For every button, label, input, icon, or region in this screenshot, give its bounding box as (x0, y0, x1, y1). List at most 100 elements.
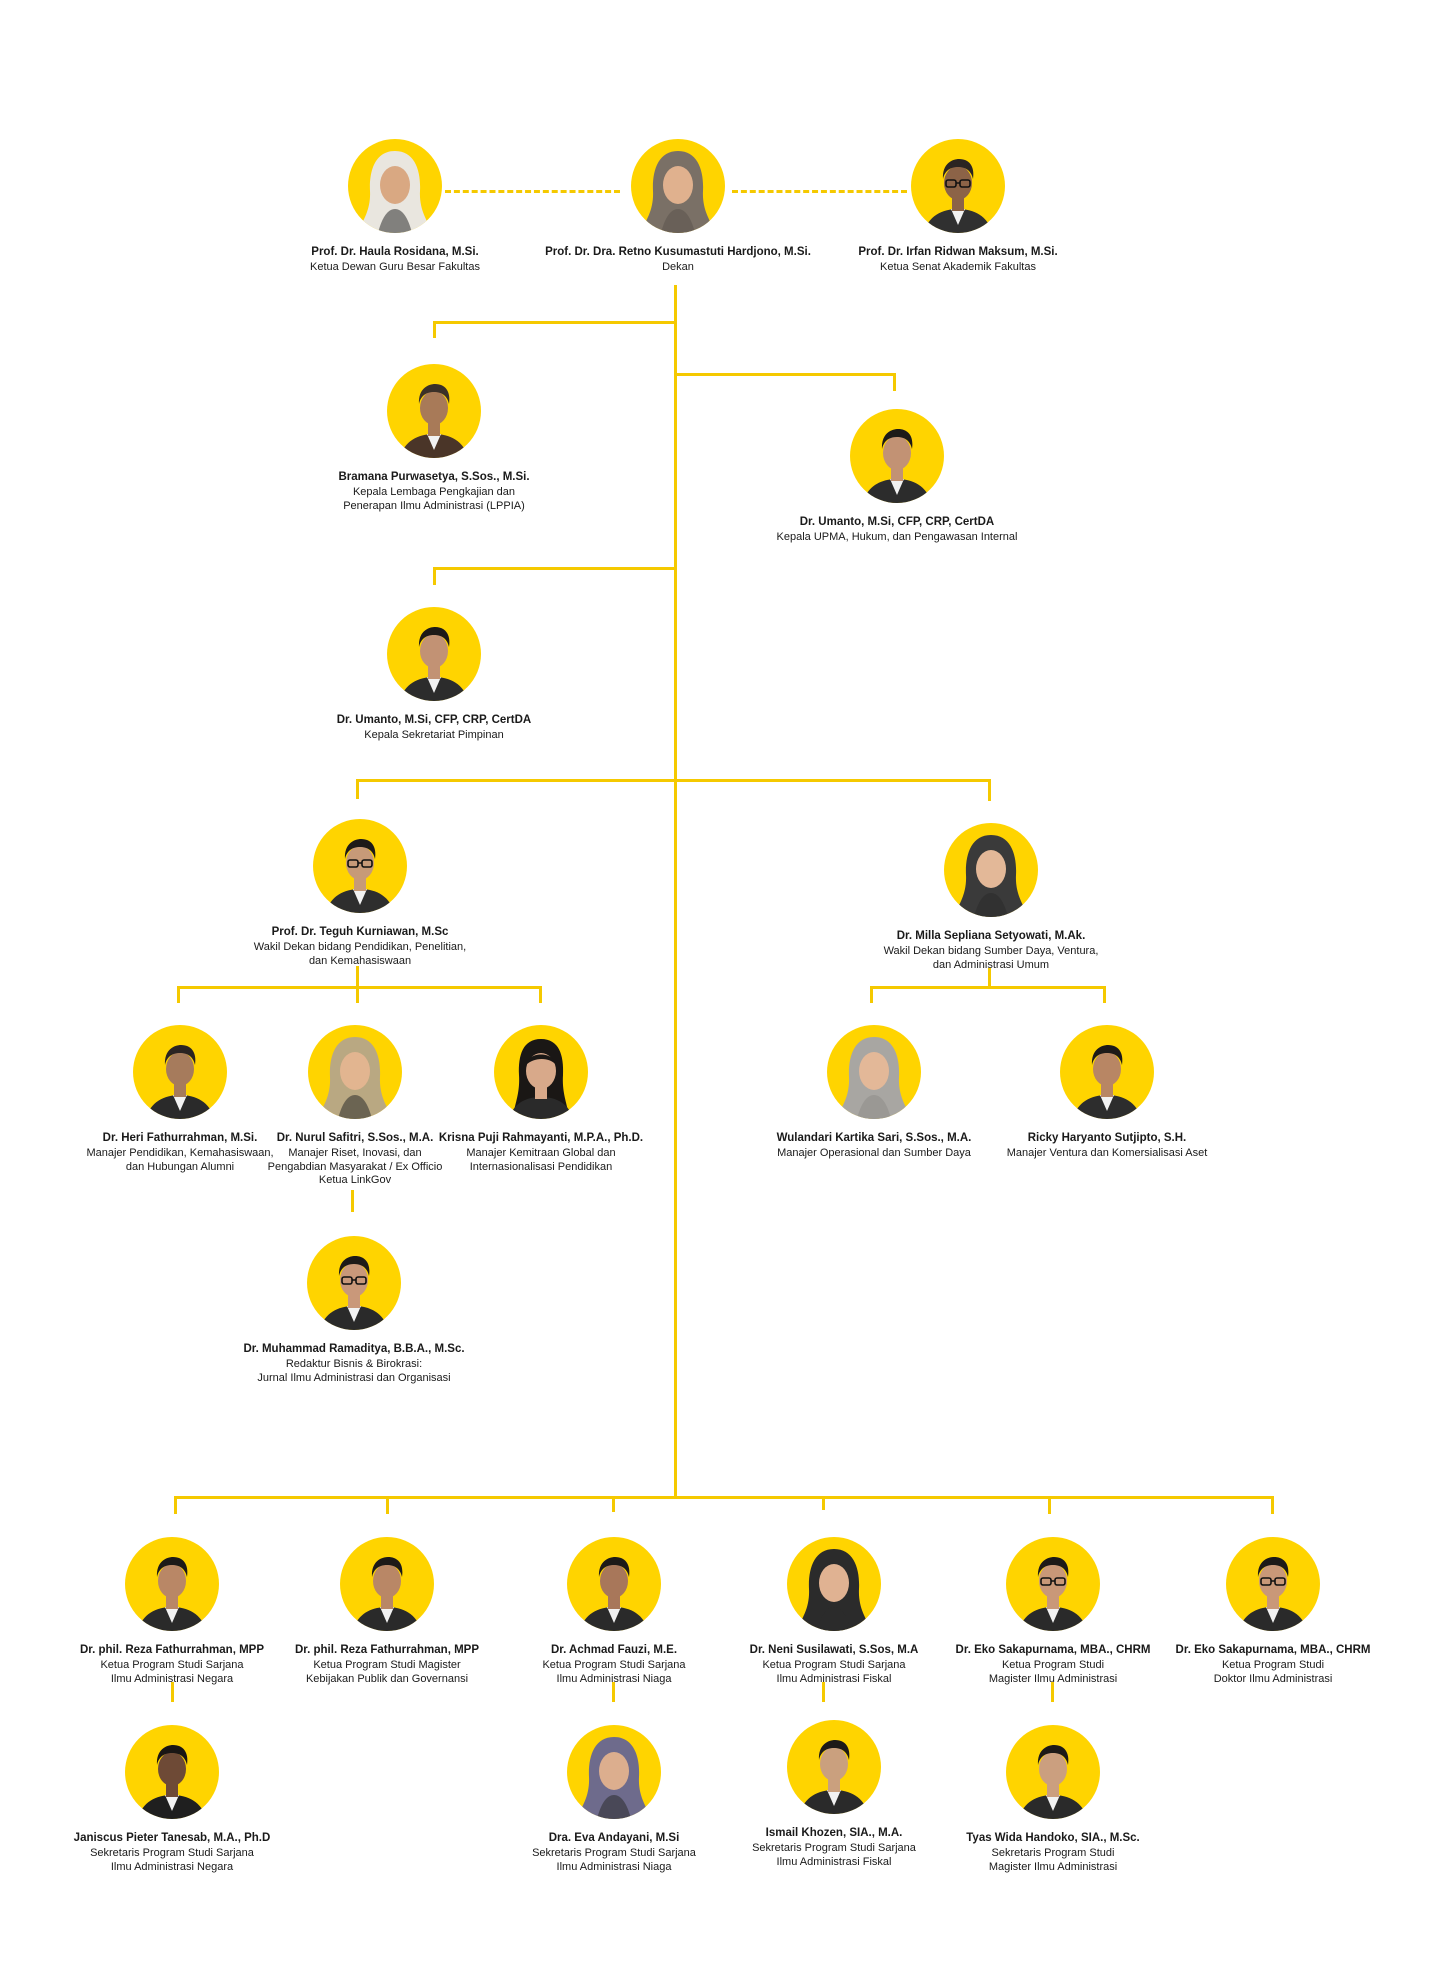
person-role-line: Doktor Ilmu Administrasi (1213, 1672, 1333, 1685)
person-role-line: Ilmu Administrasi Niaga (556, 1860, 672, 1873)
person-role: Manajer Pendidikan, Kemahasiswaan,dan Hu… (0, 1147, 360, 1174)
branch-line-wakil-dekan (356, 779, 991, 782)
person-role: Wakil Dekan bidang Pendidikan, Penelitia… (180, 941, 540, 968)
person-photo (911, 139, 1005, 233)
person-icon (125, 1725, 219, 1819)
person-hijab-icon (631, 139, 725, 233)
person-name: Dr. Heri Fathurrahman, M.Si. (102, 1132, 258, 1144)
person-role: Manajer Operasional dan Sumber Daya (694, 1147, 1054, 1161)
person-photo (567, 1725, 661, 1819)
wd2-managers-line (870, 986, 1106, 989)
wd2-down-line (988, 968, 991, 988)
person-name: Dr. Muhammad Ramaditya, B.B.A., M.Sc. (243, 1343, 465, 1355)
person-icon (133, 1025, 227, 1119)
person-hijab-icon (308, 1025, 402, 1119)
branch-line-wd2-drop (988, 779, 991, 801)
person-role-line: Sekretaris Program Studi Sarjana (90, 1847, 254, 1859)
person-role-line: Jurnal Ilmu Administrasi dan Organisasi (257, 1371, 451, 1384)
prodi1-drop (174, 1496, 177, 1514)
person-role-line: dan Administrasi Umum (932, 958, 1050, 971)
wd1-mgr1-drop (177, 986, 180, 1003)
prodi4-secretary-line (822, 1682, 825, 1702)
branch-line-sekretariat (433, 567, 677, 570)
prodi3-drop (612, 1496, 615, 1512)
person-name: Krisna Puji Rahmayanti, M.P.A., Ph.D. (438, 1132, 644, 1144)
person-photo (307, 1236, 401, 1330)
person-role: Kepala Sekretariat Pimpinan (254, 729, 614, 743)
person-role-line: Kepala Lembaga Pengkajian dan (352, 486, 516, 498)
person-name: Tyas Wida Handoko, SIA., M.Sc. (966, 1832, 1140, 1844)
person-name: Ismail Khozen, SIA., M.A. (765, 1827, 903, 1839)
person-name: Bramana Purwasetya, S.Sos., M.Si. (338, 471, 530, 483)
person-role-line: Ketua Program Studi (1221, 1659, 1325, 1671)
person-role-line: Internasionalisasi Pendidikan (469, 1160, 613, 1173)
person-role-line: Redaktur Bisnis & Birokrasi: (285, 1358, 423, 1370)
person-woman-icon (494, 1025, 588, 1119)
person-photo (850, 409, 944, 503)
person-photo (494, 1025, 588, 1119)
person-role-line: Ketua Program Studi Sarjana (542, 1659, 686, 1671)
wd1-mgr2-drop (356, 986, 359, 1003)
person-photo (1006, 1725, 1100, 1819)
person-role-line: Kepala UPMA, Hukum, dan Pengawasan Inter… (776, 531, 1018, 543)
person-name: Dr. Umanto, M.Si, CFP, CRP, CertDA (799, 516, 995, 528)
person-card: Ricky Haryanto Sutjipto, S.H. Manajer Ven… (927, 1025, 1287, 1161)
branch-line-upma-drop (893, 373, 896, 391)
person-name: Dr. Eko Sakapurnama, MBA., CHRM (955, 1644, 1151, 1656)
person-name: Janiscus Pieter Tanesab, M.A., Ph.D (73, 1832, 271, 1844)
person-photo (348, 139, 442, 233)
person-name: Prof. Dr. Irfan Ridwan Maksum, M.Si. (858, 246, 1058, 258)
person-name: Ricky Haryanto Sutjipto, S.H. (1027, 1132, 1187, 1144)
person-role-line: Kebijakan Publik dan Governansi (305, 1672, 469, 1685)
wd2-mgr2-drop (1103, 986, 1106, 1003)
person-photo (827, 1025, 921, 1119)
branch-line-upma (674, 373, 896, 376)
prodi5-drop (1048, 1496, 1051, 1514)
person-name: Dr. Achmad Fauzi, M.E. (550, 1644, 678, 1656)
person-hijab-icon (827, 1025, 921, 1119)
person-icon (1060, 1025, 1154, 1119)
person-role: Manajer Ventura dan Komersialisasi Aset (927, 1147, 1287, 1161)
branch-line-sekretariat-drop (433, 567, 436, 585)
person-icon (387, 364, 481, 458)
person-name: Wulandari Kartika Sari, S.Sos., M.A. (776, 1132, 972, 1144)
prodi4-drop (822, 1496, 825, 1510)
branch-line-lppia-drop (433, 321, 436, 338)
person-role-line: Ketua Program Studi Sarjana (762, 1659, 906, 1671)
person-name: Dr. phil. Reza Fathurrahman, MPP (294, 1644, 480, 1656)
person-role-line: Sekretaris Program Studi Sarjana (532, 1847, 696, 1859)
person-photo (631, 139, 725, 233)
person-role-line: Pengabdian Masyarakat / Ex Officio (267, 1160, 443, 1173)
person-photo (125, 1537, 219, 1631)
person-role-line: dan Kemahasiswaan (308, 954, 412, 967)
dashed-connector-right (732, 190, 907, 193)
person-hijab-icon (348, 139, 442, 233)
person-icon (125, 1537, 219, 1631)
person-card: Tyas Wida Handoko, SIA., M.Sc. Sekretaris… (873, 1725, 1233, 1874)
person-photo (313, 819, 407, 913)
person-glasses-icon (307, 1236, 401, 1330)
prodi6-drop (1271, 1496, 1274, 1514)
person-role-line: Manajer Kemitraan Global dan (466, 1147, 616, 1159)
person-name: Prof. Dr. Teguh Kurniawan, M.Sc (271, 926, 449, 938)
person-role: Kepala UPMA, Hukum, dan Pengawasan Inter… (717, 531, 1077, 545)
person-role: Redaktur Bisnis & Birokrasi:Jurnal Ilmu … (174, 1358, 534, 1385)
person-photo (340, 1537, 434, 1631)
person-card: Dr. Nurul Safitri, S.Sos., M.A.Manajer R… (175, 1025, 535, 1188)
person-card: Janiscus Pieter Tanesab, M.A., Ph.D Sekre… (0, 1725, 352, 1874)
person-role-line: Sekretaris Program Studi Sarjana (752, 1842, 916, 1854)
person-glasses-icon (911, 139, 1005, 233)
person-icon (340, 1537, 434, 1631)
wd1-managers-line (177, 986, 542, 989)
